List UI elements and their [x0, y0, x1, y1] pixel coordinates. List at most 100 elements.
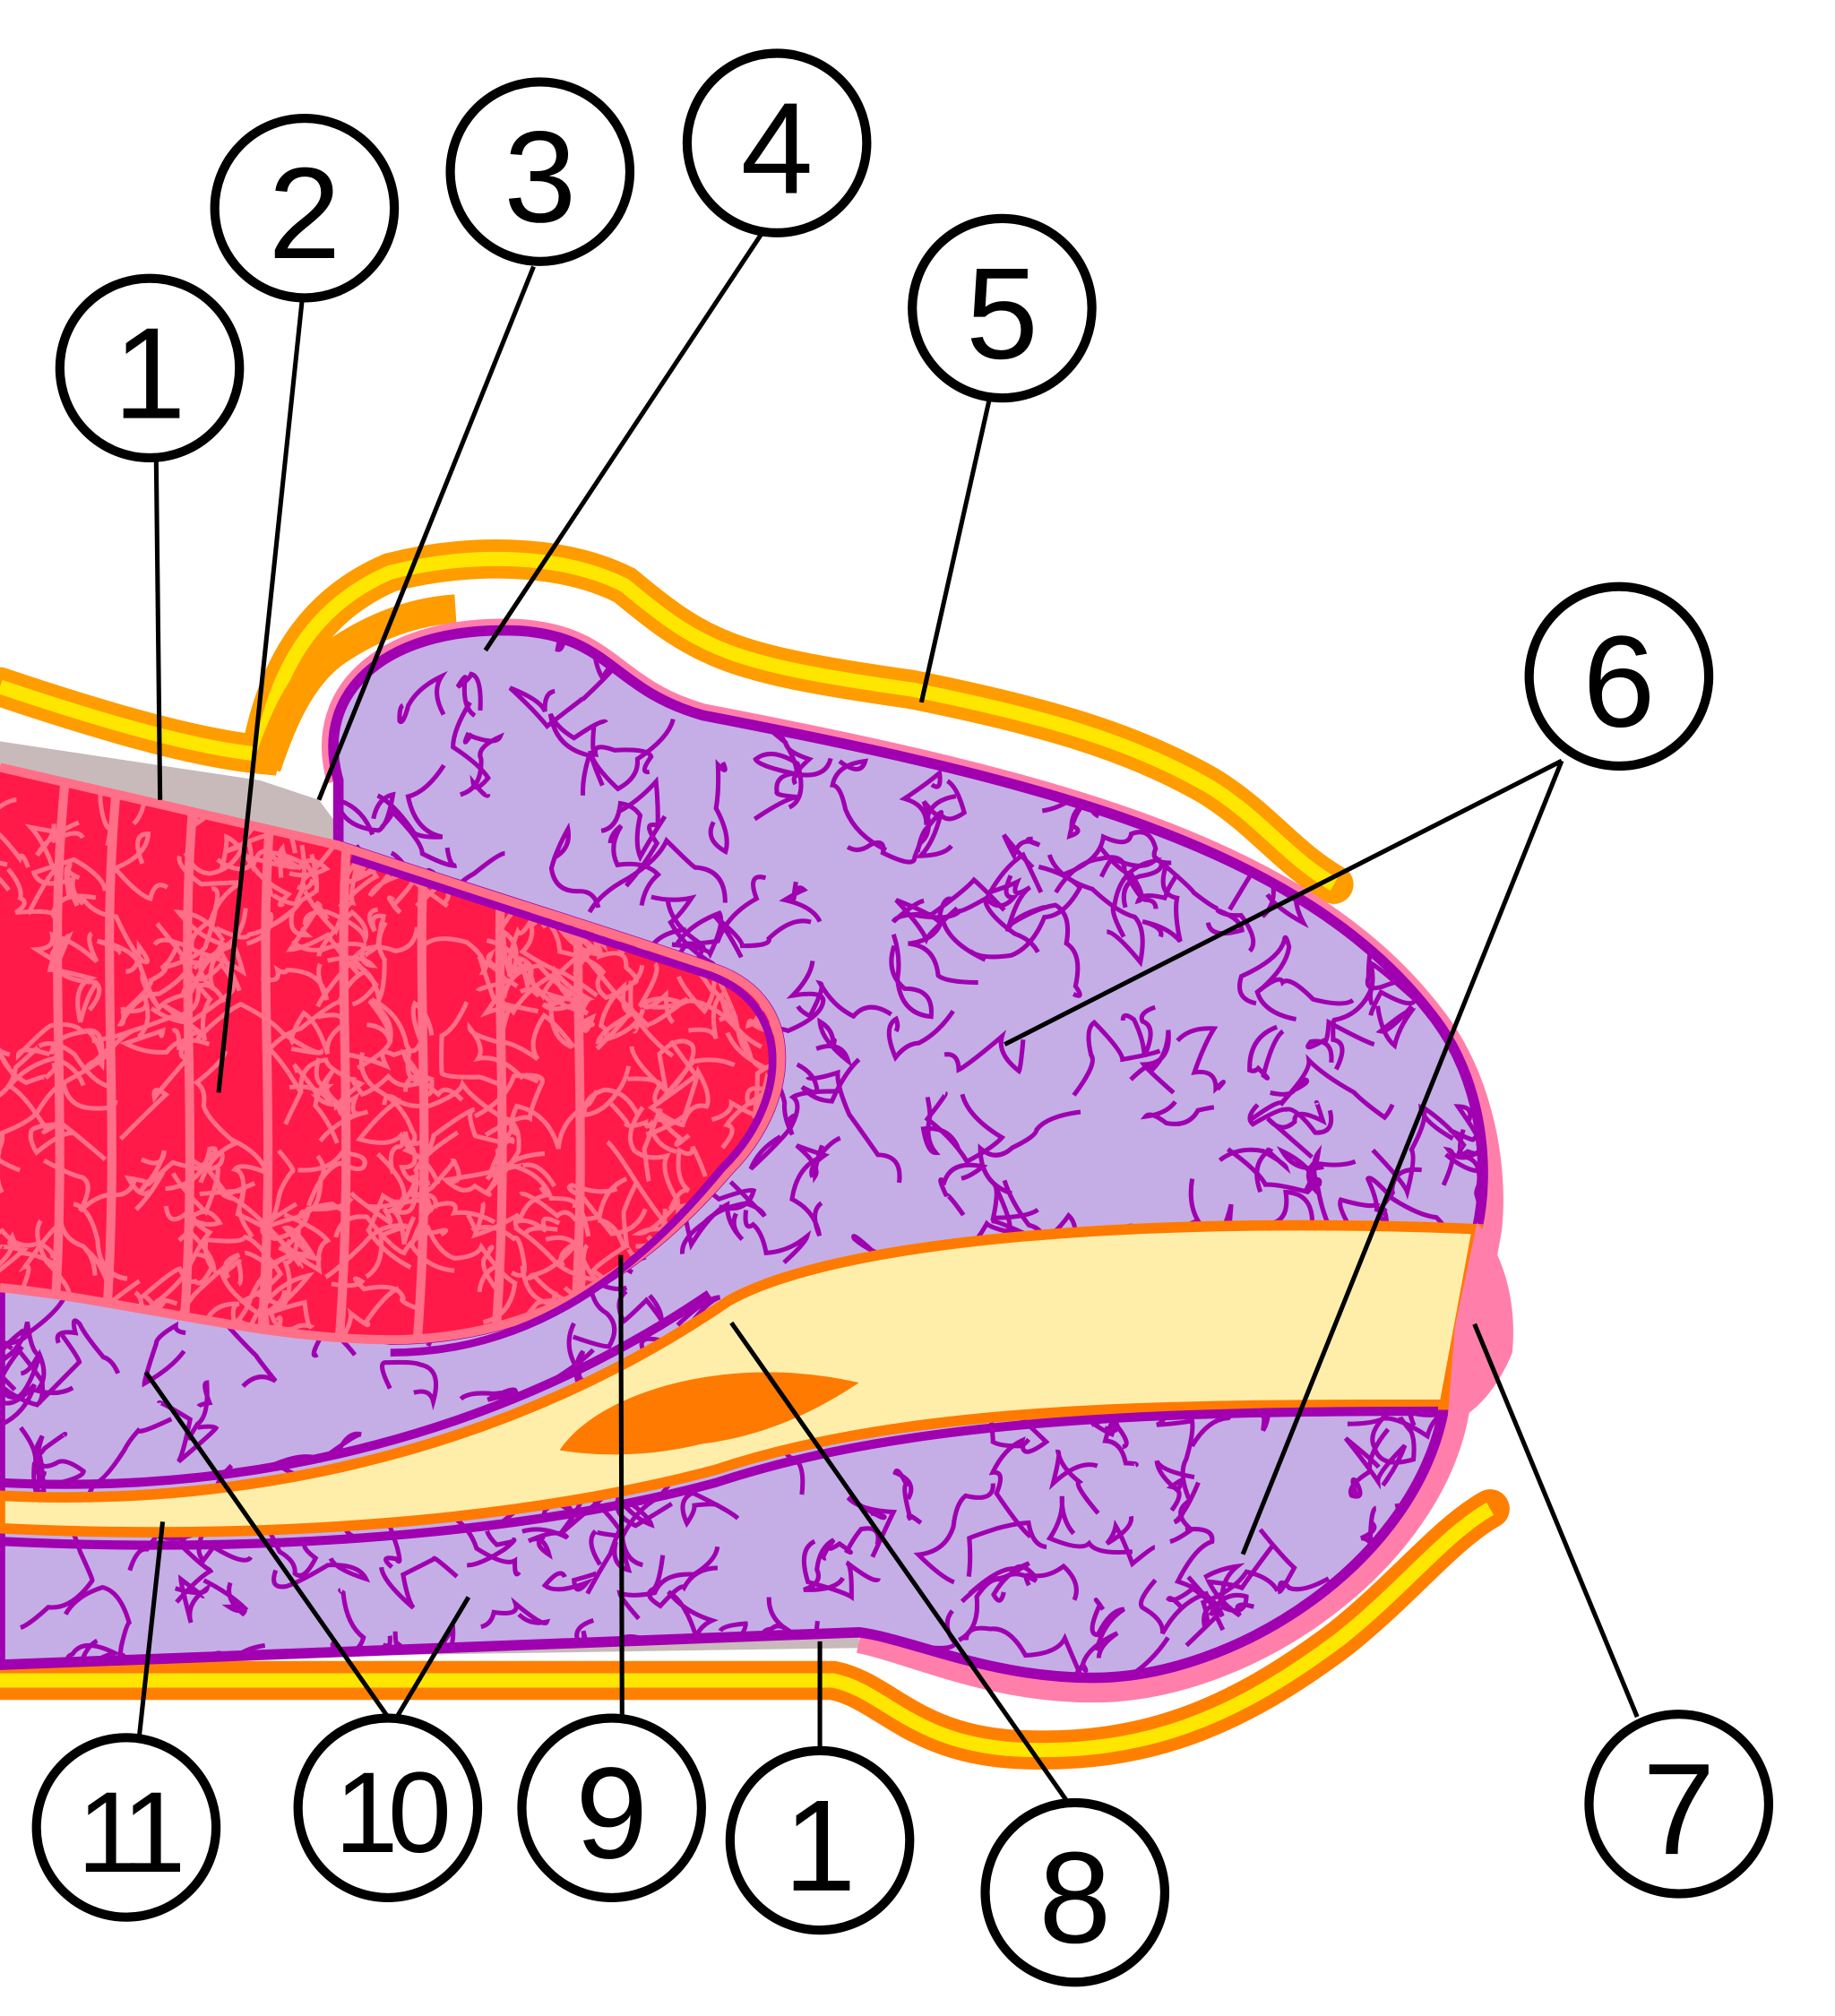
vein	[1258, 1528, 1331, 1595]
vein	[615, 1494, 674, 1529]
callout-5: 5	[908, 213, 1097, 403]
vein	[1252, 640, 1343, 702]
trabecula	[177, 780, 200, 1340]
vein	[1365, 699, 1454, 736]
vein	[1457, 1116, 1484, 1203]
vein	[1448, 1573, 1484, 1678]
vein	[1375, 1004, 1417, 1050]
callout-number: 7	[1642, 1736, 1715, 1882]
callout-number: 3	[504, 104, 576, 249]
vein	[1383, 1617, 1444, 1672]
vein	[642, 1107, 691, 1183]
vein	[35, 820, 85, 857]
vein	[1098, 846, 1180, 905]
vein	[82, 1028, 116, 1073]
leader-line	[216, 301, 305, 1093]
vein	[193, 1050, 240, 1184]
vein	[376, 763, 446, 840]
vein	[1444, 1123, 1484, 1174]
vein	[118, 1038, 192, 1141]
callout-circle	[725, 1745, 915, 1935]
vein	[1105, 1515, 1156, 1568]
vein	[425, 1224, 518, 1325]
callout-circle	[55, 273, 245, 463]
vein	[743, 1210, 812, 1264]
vein	[20, 1513, 95, 1630]
vein	[471, 1201, 558, 1239]
callout-9: 9	[517, 1713, 706, 1902]
vein	[1348, 1427, 1391, 1499]
vein	[680, 1490, 740, 1529]
vein	[380, 1359, 439, 1411]
vein	[1419, 1103, 1484, 1158]
vein	[579, 944, 639, 1016]
vein	[379, 1555, 459, 1610]
vein	[32, 1431, 68, 1477]
vein	[1212, 630, 1326, 710]
callout-number: 10	[334, 1749, 447, 1877]
vein	[886, 1010, 955, 1063]
leader-line	[136, 1521, 166, 1737]
vein	[397, 670, 448, 724]
vein	[382, 1078, 508, 1123]
vein	[716, 978, 772, 1071]
callout-circle	[31, 1733, 221, 1922]
vein	[0, 1228, 56, 1260]
vein	[134, 1150, 167, 1211]
vein	[588, 718, 676, 792]
vein	[1048, 1449, 1100, 1515]
callout-6: 6	[1524, 582, 1714, 771]
vein	[523, 905, 645, 1001]
spongiosum-outline	[0, 1406, 1438, 1550]
callout-1a: 1	[55, 273, 245, 463]
callout-11: 11	[31, 1733, 221, 1922]
vein	[1302, 1144, 1357, 1201]
callout-circle	[445, 77, 635, 266]
vein	[795, 1143, 831, 1184]
vein	[451, 701, 491, 798]
vein	[647, 1039, 700, 1128]
vein	[957, 1572, 1038, 1642]
vein	[1046, 1495, 1133, 1555]
vein	[30, 931, 99, 964]
vein	[306, 1286, 400, 1340]
vein	[1174, 1527, 1225, 1618]
vein	[590, 726, 654, 775]
vein	[0, 1383, 37, 1495]
vein	[219, 833, 309, 873]
vein	[1084, 1636, 1170, 1678]
leader-line	[1472, 1322, 1640, 1719]
vein	[24, 823, 58, 916]
leader-line	[618, 1254, 625, 1718]
vein	[399, 1131, 431, 1186]
vein	[894, 896, 959, 945]
vein	[547, 712, 608, 796]
vein	[161, 1252, 241, 1340]
vein	[587, 836, 728, 914]
vein	[1371, 1103, 1454, 1201]
leader-line	[729, 1321, 1070, 1803]
vein	[199, 1188, 304, 1270]
vein	[486, 938, 573, 1049]
vein	[5, 1055, 86, 1134]
vein	[918, 779, 968, 846]
vein	[1247, 1103, 1334, 1135]
vein	[358, 1052, 441, 1185]
vein	[0, 1230, 56, 1271]
leader-line	[316, 265, 536, 801]
vein	[1169, 680, 1203, 715]
vein	[889, 934, 934, 1020]
trabecula	[47, 780, 70, 1340]
vein	[349, 1152, 407, 1226]
callout-number: 2	[268, 141, 340, 286]
vein	[80, 895, 150, 974]
vein	[55, 1318, 121, 1374]
vein	[1305, 1018, 1375, 1064]
vein	[439, 1001, 503, 1088]
vein	[966, 1520, 1047, 1577]
vein	[708, 759, 729, 856]
urethral-fold	[559, 1372, 859, 1455]
vein	[779, 881, 823, 923]
vein	[753, 751, 833, 810]
vein	[1072, 1019, 1161, 1097]
